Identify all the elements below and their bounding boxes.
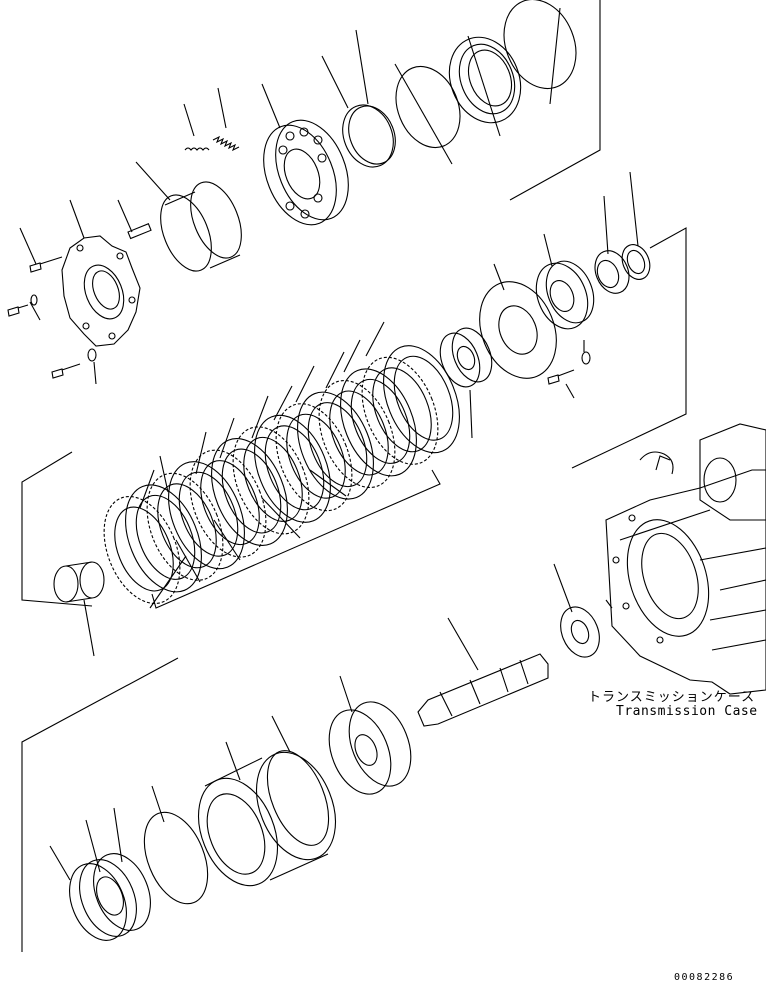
group-bracket-lines [21,0,687,952]
disc-leader-line [213,519,241,561]
clutch-disc-outer [318,379,396,489]
disc-pack-bracket [151,469,441,609]
clutch-disc-outer [275,403,353,512]
disc-leader-line [219,417,235,459]
clutch-disc-outer [232,426,310,535]
clutch-disc-outer [189,449,267,558]
clutch-disc-outer [168,461,245,570]
clutch-disc-inner [372,367,432,453]
clutch-disc-inner [135,494,196,580]
top-row-parts [127,0,577,272]
disc-leader-line [149,555,187,609]
clutch-disc-inner [393,355,454,441]
clutch-disc-outer [361,356,439,465]
clutch-disc-outer [103,495,181,605]
clutch-disc-outer [340,368,417,477]
clutch-disc-inner [221,448,282,534]
leader-lines [19,7,639,881]
disc-leader-line [343,339,361,373]
clutch-disc-outer [297,391,374,500]
disc-leader-line [251,395,269,439]
disc-leader-line [273,385,293,421]
case-label-english: Transmission Case [616,704,758,719]
transmission-case [605,423,766,695]
middle-right-parts [439,244,651,388]
clutch-disc-outer [125,484,202,593]
disc-leader-line [139,469,155,509]
disc-leader-line [175,539,201,583]
case-label-japanese: トランスミッションケース [588,690,756,705]
clutch-disc-outer [254,414,331,523]
clutch-disc-inner [264,425,325,511]
clutch-disc-inner [114,506,174,592]
clutch-disc-outer [146,472,224,581]
left-cover-assembly [7,235,141,379]
clutch-disc-inner [307,402,368,488]
disc-leader-line [195,431,207,475]
clutch-disc-inner [200,460,260,546]
clutch-disc-inner [329,390,389,476]
clutch-disc-inner [157,483,217,569]
clutch-disc-outer [211,437,288,547]
disc-leader-line [309,469,347,497]
disc-leader-line [261,497,301,539]
drawing-code: 00082286 [674,972,735,983]
clutch-disc-pack [103,321,460,609]
disc-leader-line [365,321,385,357]
clutch-disc-inner [178,471,239,557]
clutch-disc-inner [243,436,303,522]
disc-leader-line [159,455,169,493]
clutch-disc-inner [286,413,346,499]
bottom-row-parts [53,561,600,941]
disc-leader-line [295,365,315,403]
clutch-disc-outer [383,345,460,454]
clutch-disc-inner [350,378,411,464]
disc-leader-line [325,351,345,389]
